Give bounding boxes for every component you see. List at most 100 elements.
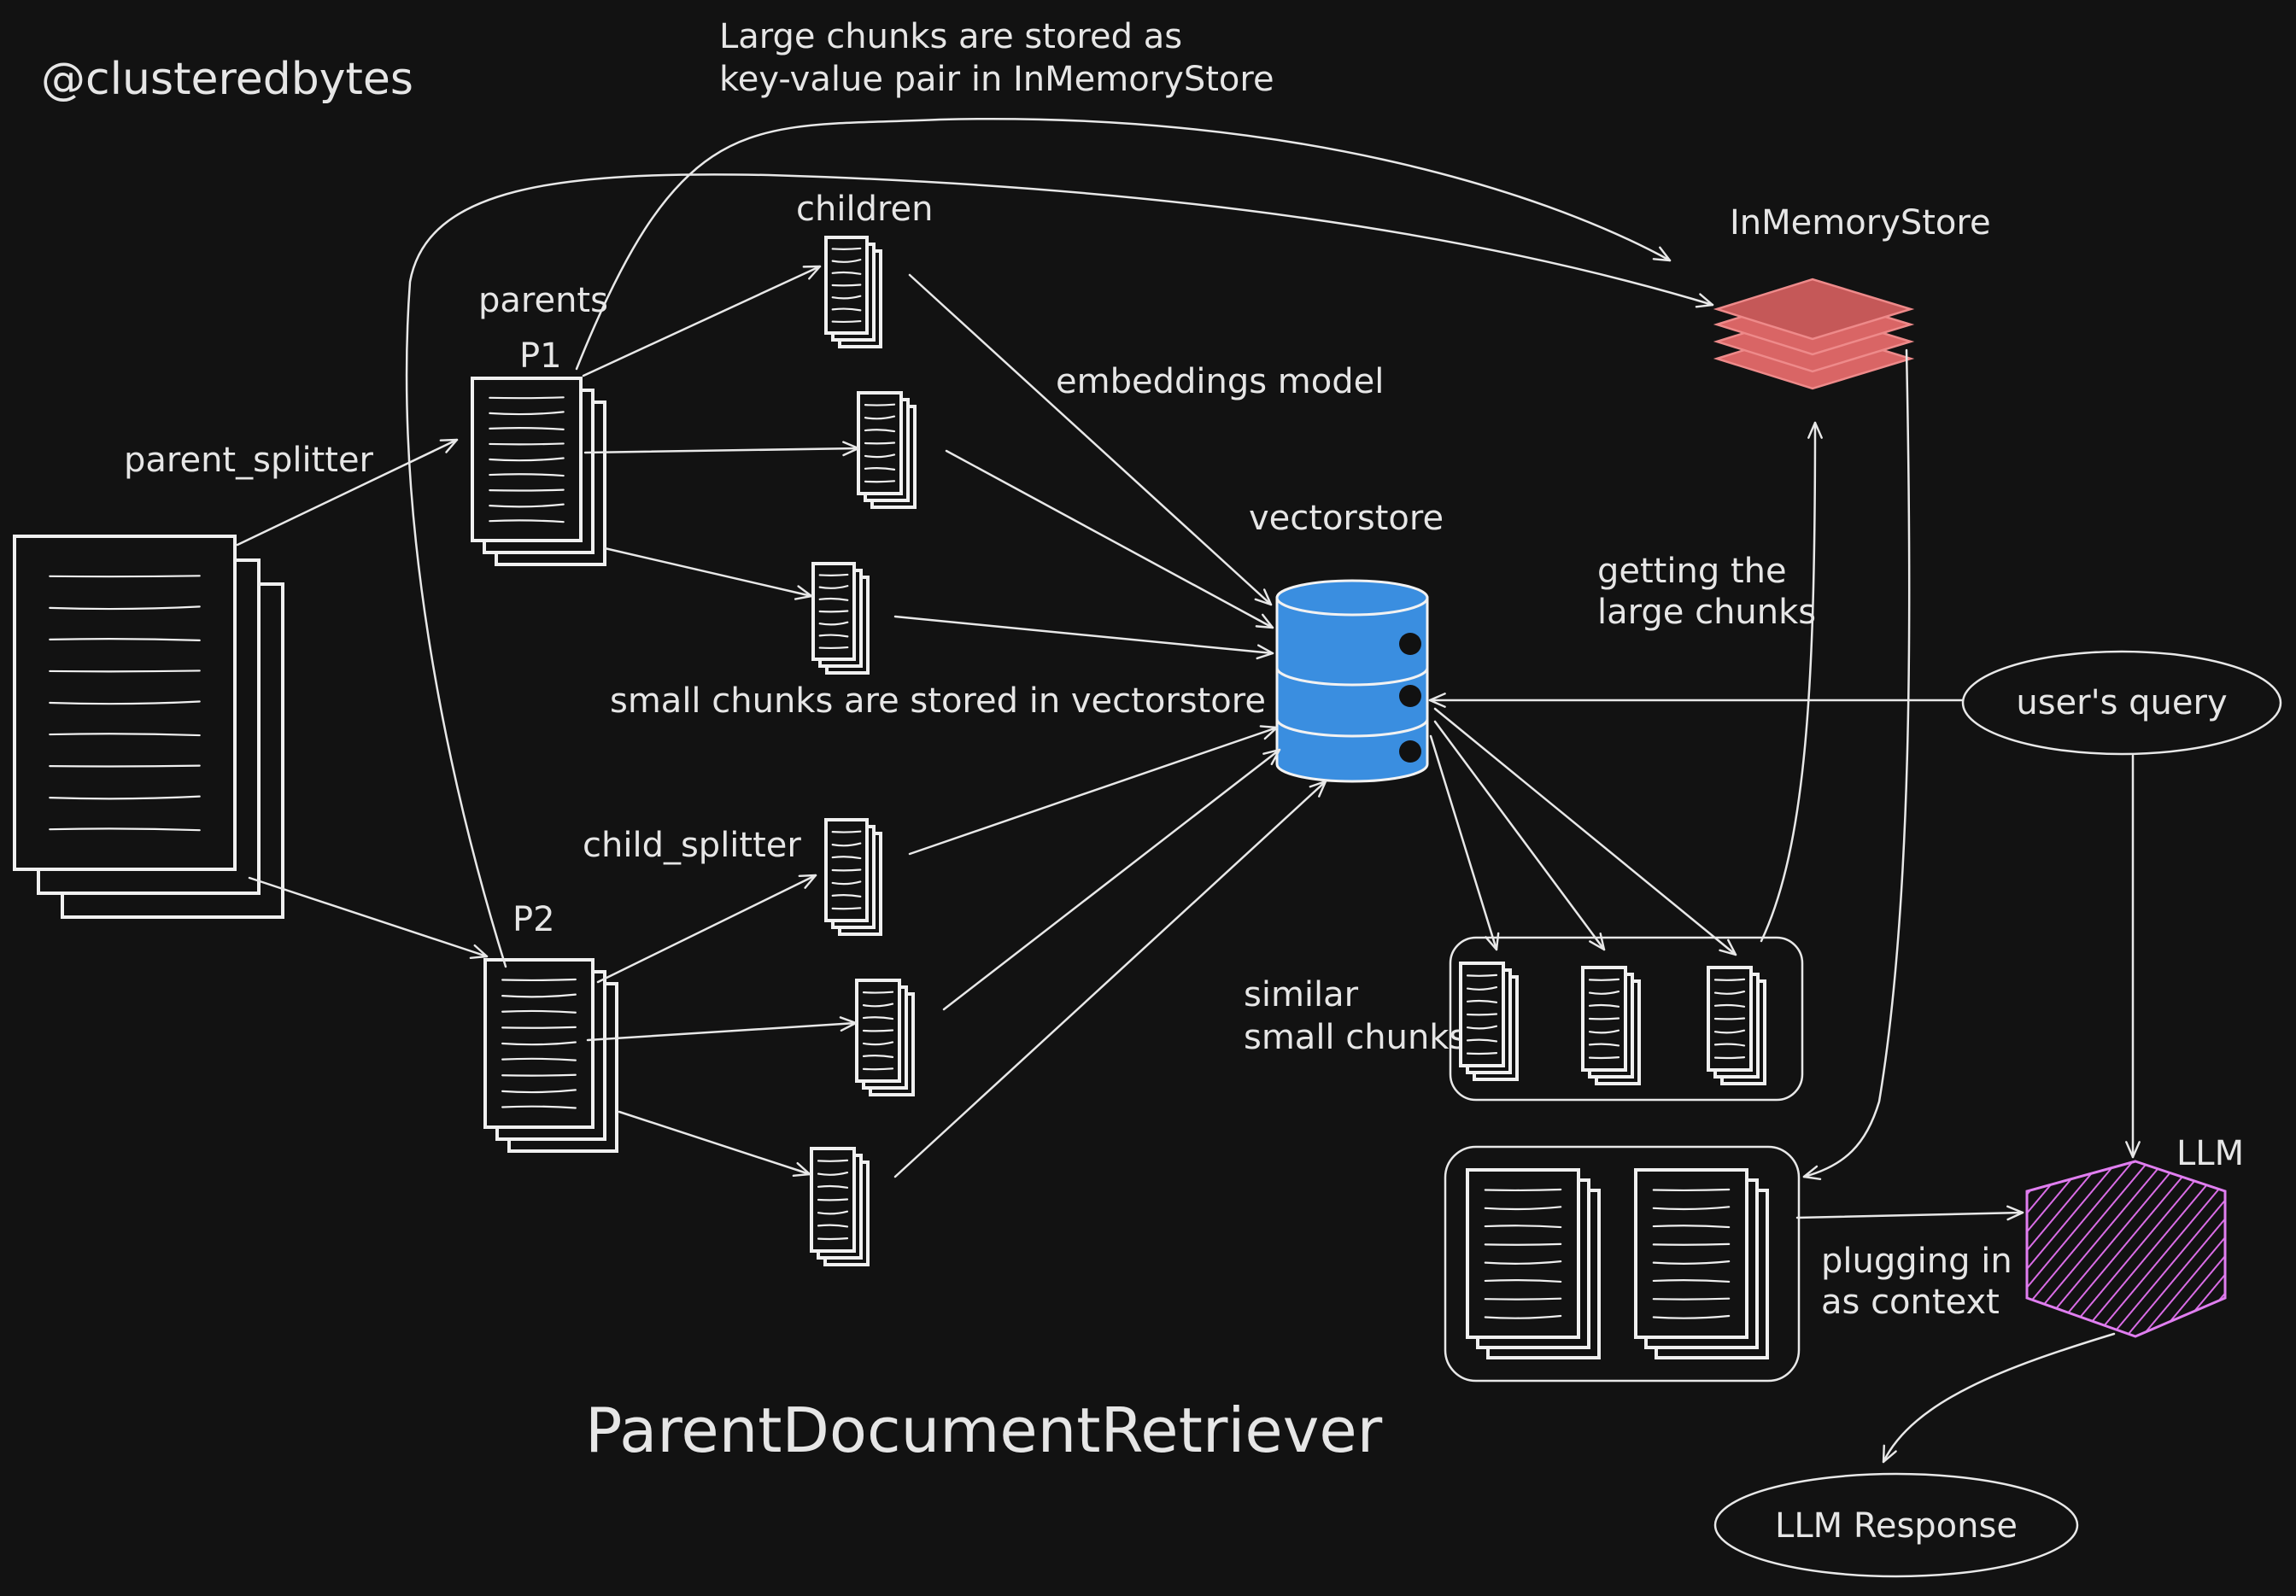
document-text-line: [501, 1089, 577, 1094]
document-text-line: [1466, 986, 1498, 991]
document-text-line: [49, 827, 201, 832]
document-text-line: [864, 415, 896, 420]
plugging-context-line2: as context: [1821, 1283, 2000, 1322]
connector-arrows: [236, 118, 2141, 1464]
document-text-line: [1652, 1225, 1731, 1229]
document-page: [1634, 1168, 1748, 1339]
document-text-line: [818, 634, 849, 638]
document-text-line: [1652, 1297, 1731, 1301]
embeddings-model-label: embeddings model: [1056, 362, 1384, 401]
child-chunk-icon-3: [811, 562, 870, 675]
p2-label: P2: [512, 900, 555, 939]
arrow-p1-to-child2: [583, 441, 860, 457]
document-text-line: [1713, 978, 1746, 981]
document-text-line: [501, 993, 577, 998]
document-icons: [13, 236, 1769, 1359]
document-text-line: [862, 1029, 894, 1032]
document-text-line: [501, 1026, 577, 1029]
users-query-node: user's query: [1961, 650, 2282, 756]
document-text-line: [817, 1210, 849, 1215]
similar-chunk-icon-1: [1459, 962, 1519, 1081]
document-text-line: [1588, 1043, 1620, 1047]
arrow-vectorstore-to-similar2: [1433, 720, 1606, 951]
document-text-line: [501, 978, 577, 982]
document-text-line: [1588, 991, 1620, 995]
document-text-line: [1588, 978, 1620, 981]
document-text-line: [818, 573, 849, 576]
document-text-line: [49, 700, 201, 705]
document-text-line: [1652, 1206, 1731, 1211]
document-text-line: [831, 259, 862, 263]
document-text-line: [489, 519, 565, 523]
arrow-vectorstore-to-similar3: [1433, 707, 1737, 956]
arrow-inmemorystore-to-context: [1802, 348, 1911, 1181]
document-text-line: [489, 488, 565, 492]
document-text-line: [831, 271, 862, 275]
document-text-line: [1484, 1260, 1562, 1265]
document-text-line: [1466, 973, 1498, 977]
arrow-child5-to-vectorstore: [942, 748, 1281, 1011]
document-text-line: [831, 842, 862, 847]
child-chunk-icon-2: [857, 391, 917, 509]
document-page: [13, 535, 237, 871]
document-text-line: [1466, 1038, 1498, 1043]
document-text-line: [817, 1237, 849, 1241]
arrow-child1-to-vectorstore: [908, 273, 1273, 606]
context-docs-container: [1444, 1145, 1801, 1383]
document-text-line: [862, 1054, 894, 1058]
document-text-line: [501, 1105, 577, 1109]
vectorstore-database-icon: [1275, 579, 1429, 783]
p1-document-icon: [471, 377, 606, 566]
document-text-line: [1588, 1017, 1620, 1020]
document-text-line: [1713, 1043, 1746, 1047]
arrow-source-to-p2: [248, 876, 489, 959]
document-text-line: [864, 480, 896, 483]
document-text-line: [817, 1184, 849, 1189]
arrow-llm-to-response: [1882, 1332, 2116, 1464]
document-text-line: [1652, 1242, 1731, 1246]
arrow-p2-to-child6: [618, 1110, 811, 1178]
getting-large-chunks-line2: large chunks: [1597, 593, 1816, 632]
document-text-line: [817, 1224, 849, 1228]
document-text-line: [1652, 1314, 1731, 1319]
arrow-vectorstore-to-similar1: [1429, 734, 1500, 951]
arrow-p2-to-inmemorystore: [405, 173, 1714, 968]
arrow-similar-to-inmemorystore: [1760, 421, 1823, 943]
parent-splitter-label: parent_splitter: [124, 441, 374, 480]
handle-label: @clusteredbytes: [41, 54, 413, 105]
similar-chunks-line1: similar: [1244, 975, 1359, 1014]
getting-large-chunks-line1: getting the: [1597, 552, 1787, 591]
children-label: children: [796, 190, 934, 229]
document-text-line: [818, 585, 849, 589]
arrow-p1-to-child3: [603, 547, 813, 600]
document-text-line: [831, 868, 862, 872]
document-text-line: [501, 1057, 577, 1061]
similar-chunk-icon-2: [1581, 966, 1641, 1085]
document-text-line: [818, 621, 849, 626]
document-text-line: [831, 295, 862, 300]
document-text-line: [1466, 1025, 1498, 1030]
document-text-line: [864, 403, 896, 406]
document-text-line: [489, 442, 565, 446]
document-text-line: [49, 638, 201, 641]
document-text-line: [1713, 1056, 1746, 1060]
document-text-line: [1713, 1029, 1746, 1034]
p1-label: P1: [519, 336, 562, 376]
document-text-line: [1466, 1052, 1498, 1055]
large-chunks-note-line2: key-value pair in InMemoryStore: [719, 60, 1274, 99]
arrow-p2-to-child5: [586, 1016, 858, 1042]
document-text-line: [489, 427, 565, 430]
document-text-line: [864, 429, 896, 433]
parents-label: parents: [478, 281, 608, 320]
document-text-line: [489, 457, 565, 462]
document-text-line: [862, 1041, 894, 1046]
document-page: [483, 958, 594, 1129]
diagram-title: ParentDocumentRetriever: [585, 1394, 1383, 1466]
llm-response-label: LLM Response: [1775, 1506, 2018, 1546]
document-text-line: [501, 1073, 577, 1077]
llm-response-node: LLM Response: [1713, 1472, 2079, 1578]
document-text-line: [1652, 1260, 1731, 1265]
child-chunk-icon-1: [824, 236, 882, 348]
arrow-child4-to-vectorstore: [908, 725, 1279, 856]
document-text-line: [831, 247, 862, 250]
